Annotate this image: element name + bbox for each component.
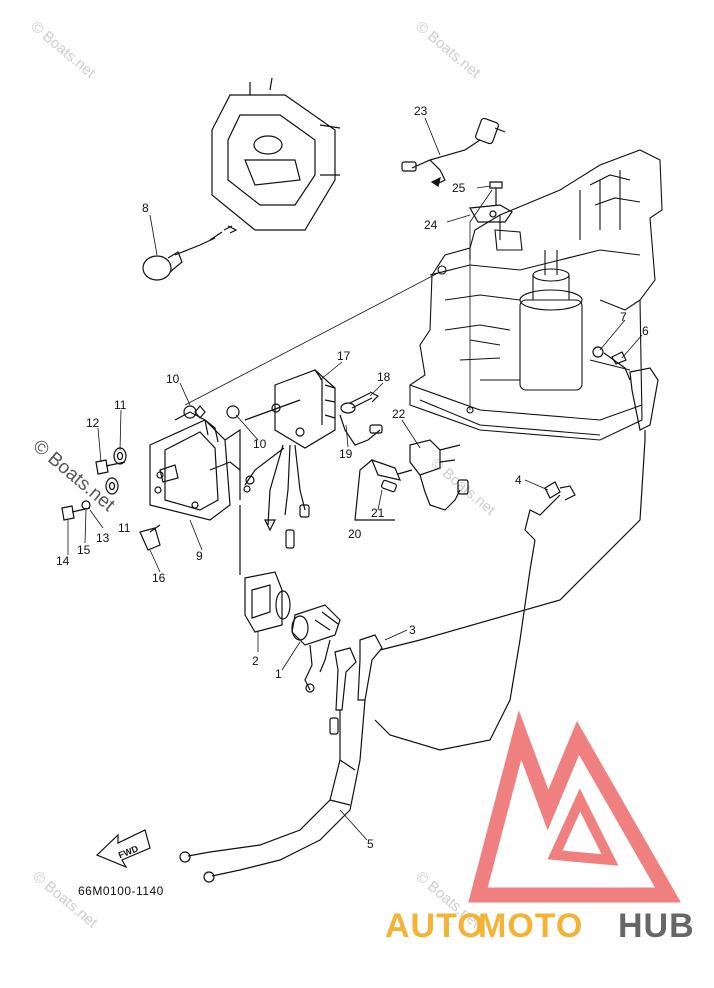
callout-11a: 11 bbox=[114, 398, 127, 412]
callout-17: 17 bbox=[337, 349, 351, 363]
callout-2: 2 bbox=[252, 654, 259, 668]
parts-11-16-hardware bbox=[61, 447, 161, 551]
callout-24: 24 bbox=[424, 218, 438, 232]
callout-13: 13 bbox=[96, 531, 110, 545]
callout-8: 8 bbox=[142, 201, 149, 215]
callout-leaders bbox=[67, 117, 643, 841]
callout-3: 3 bbox=[409, 623, 416, 637]
callout-11b: 11 bbox=[118, 521, 131, 535]
callout-18: 18 bbox=[377, 370, 391, 384]
callout-20: 20 bbox=[348, 527, 362, 541]
fwd-arrow: FWD bbox=[95, 829, 151, 869]
callout-23: 23 bbox=[414, 104, 428, 118]
callout-16: 16 bbox=[152, 571, 166, 585]
brand-logo-mark bbox=[468, 710, 681, 903]
watermark-top-right: © Boats.net bbox=[412, 18, 484, 82]
callout-19: 19 bbox=[339, 447, 353, 461]
watermark-top-left: © Boats.net bbox=[27, 18, 99, 82]
callout-6: 6 bbox=[642, 324, 649, 338]
callout-4: 4 bbox=[515, 473, 522, 487]
watermark-large: © Boats.net bbox=[29, 436, 119, 517]
callout-14: 14 bbox=[56, 554, 70, 568]
callout-25: 25 bbox=[452, 181, 466, 195]
part-code: 66M0100-1140 bbox=[78, 884, 164, 898]
brand-hub: HUB bbox=[618, 907, 695, 945]
part-1-2-coil bbox=[239, 505, 341, 693]
part-8-mount-assembly bbox=[142, 77, 341, 281]
callout-1: 1 bbox=[275, 667, 282, 681]
callout-21: 21 bbox=[371, 506, 385, 520]
brand-wordmark: AUTO MOTO HUB bbox=[385, 907, 695, 945]
callout-15: 15 bbox=[77, 543, 91, 557]
part-6-7-nut-terminal bbox=[379, 346, 659, 651]
brand-moto: MOTO bbox=[478, 907, 583, 945]
part-17-cdi-unit bbox=[243, 369, 336, 549]
callout-labels: 1 2 3 4 5 6 7 8 9 10 10 11 11 12 13 14 1… bbox=[56, 104, 649, 851]
brand-auto: AUTO bbox=[385, 907, 485, 945]
part-3-5-cables bbox=[179, 634, 383, 883]
callout-10a: 10 bbox=[166, 372, 180, 386]
watermark-mid-right: © Boats.net bbox=[427, 455, 499, 519]
part-4-terminal bbox=[374, 481, 576, 751]
part-18-19-screw bbox=[339, 391, 383, 446]
assembly-lines bbox=[184, 189, 493, 410]
engine-block bbox=[409, 149, 663, 441]
part-25-24-bolt-clamp bbox=[469, 181, 513, 223]
callout-12: 12 bbox=[86, 416, 100, 430]
part-20-22-connectors bbox=[354, 439, 469, 521]
callout-5: 5 bbox=[367, 837, 374, 851]
part-23-cable bbox=[401, 117, 506, 187]
callout-7: 7 bbox=[620, 310, 627, 324]
callout-9: 9 bbox=[196, 549, 203, 563]
watermark-bottom-left: © Boats.net bbox=[29, 868, 101, 932]
callout-22: 22 bbox=[392, 407, 406, 421]
watermarks: © Boats.net © Boats.net © Boats.net © Bo… bbox=[27, 18, 499, 932]
callout-10b: 10 bbox=[253, 437, 267, 451]
part-9-bracket bbox=[149, 399, 301, 521]
